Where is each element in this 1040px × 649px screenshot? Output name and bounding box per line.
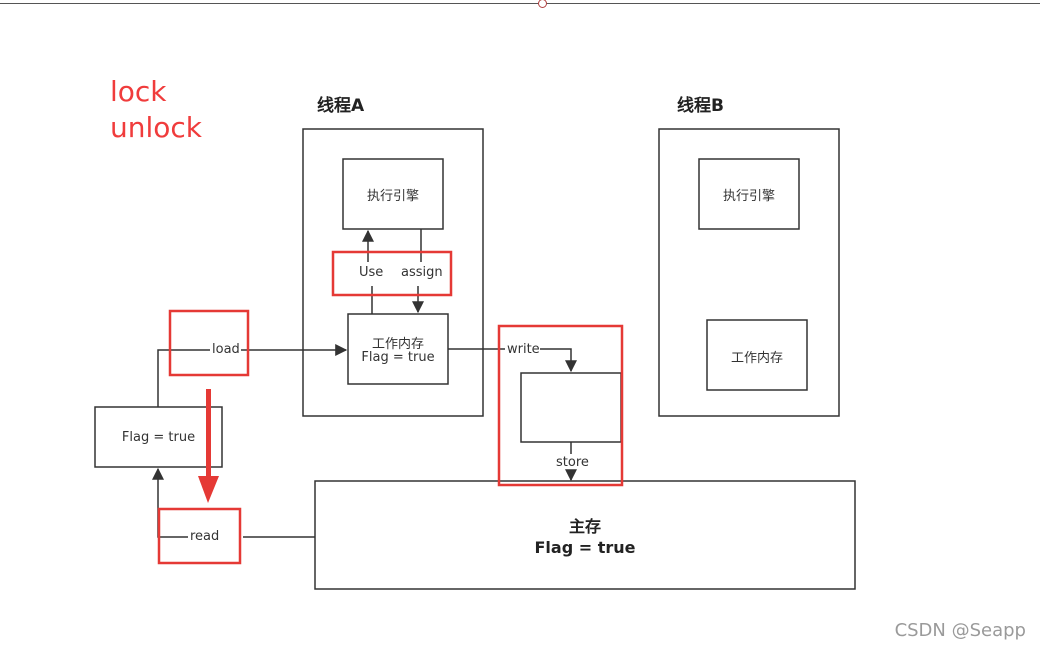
highlight-write-store — [497, 324, 624, 487]
watermark: CSDN @Seapp — [894, 620, 1026, 641]
load-label: load — [212, 342, 240, 357]
write-label: write — [507, 342, 540, 357]
thread-b-memory-label: 工作内存 — [730, 351, 783, 366]
highlight-load — [168, 309, 250, 377]
thread-b-title: 线程B — [677, 96, 724, 116]
assign-label: assign — [401, 265, 443, 280]
red-arrow-head — [198, 476, 219, 503]
divider-handle[interactable] — [538, 0, 547, 8]
red-arrow-shaft — [206, 389, 211, 477]
main-memory-box — [314, 480, 856, 590]
read-arrow — [158, 469, 315, 538]
main-memory-flag: Flag = true — [534, 538, 636, 557]
lock-notes: lock unlock — [110, 74, 202, 146]
write-arrow — [448, 348, 571, 371]
thread-a-engine-label: 执行引擎 — [366, 189, 419, 204]
assign-arrow — [418, 229, 421, 312]
load-arrow — [157, 350, 346, 407]
thread-b-engine-label: 执行引擎 — [722, 189, 775, 204]
thread-b-box — [658, 128, 840, 417]
buffer-box — [520, 372, 622, 443]
thread-b-memory-box — [706, 319, 808, 391]
top-divider — [0, 3, 1040, 4]
highlight-read — [157, 507, 242, 565]
thread-a-box — [302, 128, 484, 417]
thread-b-engine-box — [698, 158, 800, 230]
thread-a-memory-label: 工作内存 — [371, 337, 424, 352]
use-label: Use — [359, 265, 384, 280]
main-memory-title: 主存 — [568, 517, 601, 536]
thread-a-engine-box — [342, 158, 444, 230]
thread-a-title: 线程A — [317, 96, 365, 116]
flag-box-label: Flag = true — [121, 430, 196, 445]
store-label: store — [556, 455, 589, 470]
use-arrow — [368, 231, 372, 314]
lock-label: lock — [110, 75, 167, 108]
thread-a-memory-flag: Flag = true — [361, 350, 435, 365]
thread-a-memory-box — [347, 313, 449, 385]
unlock-label: unlock — [110, 111, 203, 144]
highlight-use-assign — [331, 250, 453, 297]
read-label: read — [190, 529, 220, 544]
